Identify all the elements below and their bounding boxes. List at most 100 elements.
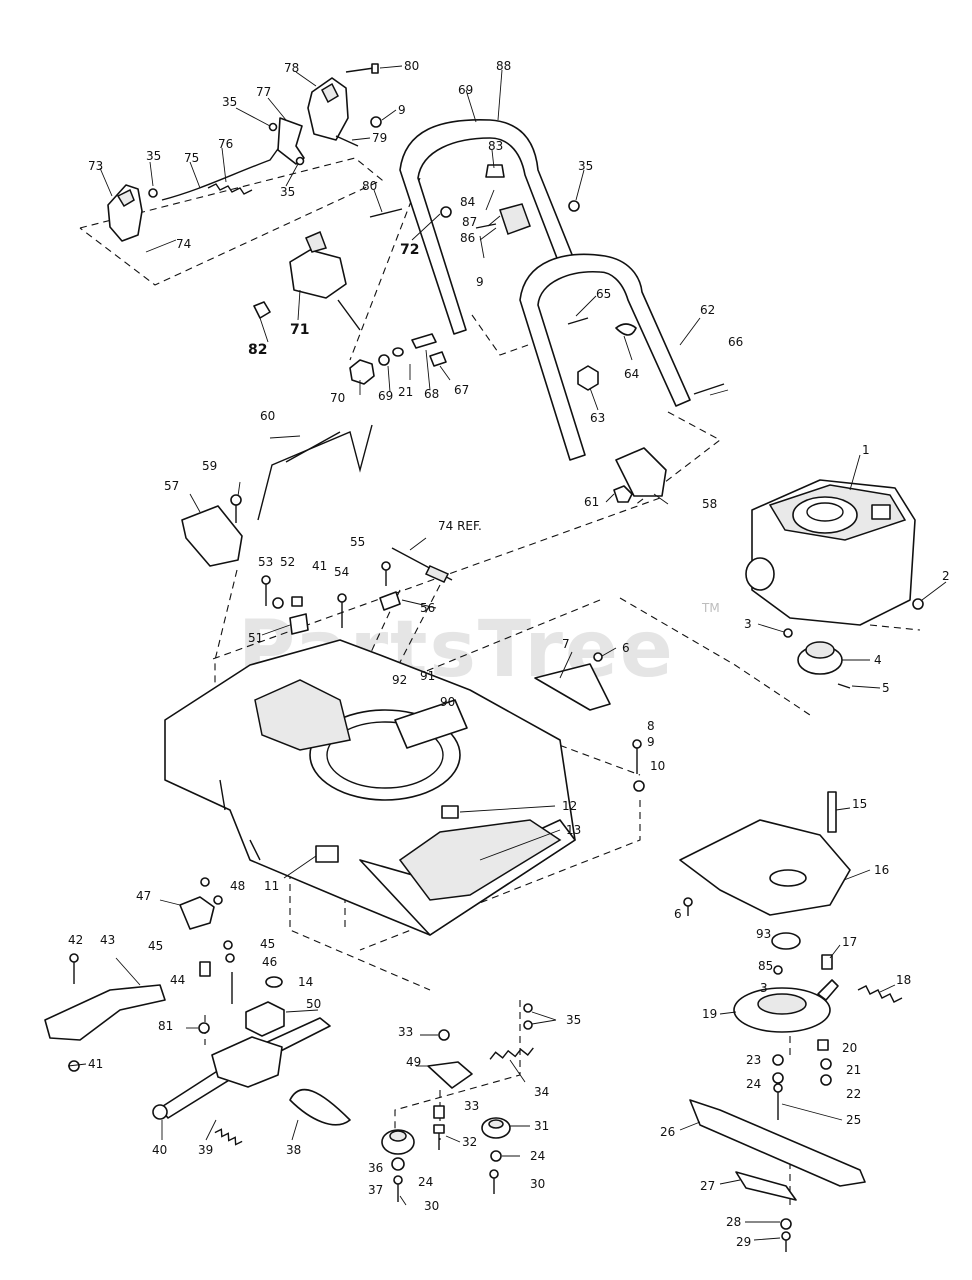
callout-5: 5 <box>882 681 890 695</box>
callout-1: 1 <box>862 443 870 457</box>
idler-arm-49 <box>427 1061 473 1089</box>
callout-6: 6 <box>622 641 630 655</box>
callout-26: 26 <box>660 1125 675 1139</box>
stiffener-27 <box>735 1171 797 1201</box>
screw-80 <box>345 67 375 73</box>
callout-30b: 30 <box>530 1177 545 1191</box>
deck-hardware <box>261 547 453 635</box>
callout-23: 23 <box>746 1053 761 1067</box>
callout-93: 93 <box>756 927 771 941</box>
callout-73: 73 <box>88 159 103 173</box>
bail-60 <box>257 424 373 521</box>
callout-10: 10 <box>650 759 665 773</box>
callout-64: 64 <box>624 367 639 381</box>
callout-70: 70 <box>330 391 345 405</box>
callout-9b: 9 <box>398 103 406 117</box>
callout-22: 22 <box>846 1087 861 1101</box>
callout-86: 86 <box>460 231 475 245</box>
callout-81: 81 <box>158 1019 173 1033</box>
adapter-93 <box>771 932 801 950</box>
spring-76 <box>207 183 253 195</box>
callout-9c: 9 <box>476 275 484 289</box>
callout-72: 72 <box>400 242 419 258</box>
nut-10 <box>633 780 645 792</box>
starter-handle-assembly <box>253 231 361 331</box>
belt-38 <box>289 1088 351 1126</box>
callout-30a: 30 <box>424 1199 439 1213</box>
callout-45a: 45 <box>148 939 163 953</box>
throttle-rod-75 <box>161 145 281 201</box>
callout-68: 68 <box>424 387 439 401</box>
callout-35d: 35 <box>578 159 593 173</box>
bolt-83 <box>485 164 505 178</box>
blade-26 <box>689 1099 866 1187</box>
knob-70 <box>349 359 375 385</box>
callout-35b: 35 <box>222 95 237 109</box>
nut-9 <box>370 116 382 128</box>
callout-29: 29 <box>736 1235 751 1249</box>
mower-deck <box>164 639 645 936</box>
leader-lines <box>67 65 947 1241</box>
spacer-44 <box>199 961 211 977</box>
callout-87: 87 <box>462 215 477 229</box>
callout-34: 34 <box>534 1085 549 1099</box>
callout-65: 65 <box>596 287 611 301</box>
callout-2: 2 <box>942 569 950 583</box>
callout-labels: 1 2 3 4 5 6 7 8 9 10 11 12 13 14 15 16 1… <box>68 59 950 1249</box>
callout-69: 69 <box>378 389 393 403</box>
callout-40: 40 <box>152 1143 167 1157</box>
callout-80a: 80 <box>404 59 419 73</box>
nut-61 <box>613 485 633 503</box>
baffle-7 <box>534 663 611 711</box>
callout-6b: 6 <box>674 907 682 921</box>
callout-53: 53 <box>258 555 273 569</box>
callout-44: 44 <box>170 973 185 987</box>
callout-9: 9 <box>647 735 655 749</box>
callout-67: 67 <box>454 383 469 397</box>
washer-21 <box>392 347 404 357</box>
callout-33b: 33 <box>464 1099 479 1113</box>
callout-69b: 69 <box>458 83 473 97</box>
handle-hardware <box>349 333 447 385</box>
callout-28: 28 <box>726 1215 741 1229</box>
pulley-50 <box>245 1001 285 1037</box>
clip-56 <box>379 591 401 611</box>
callout-17: 17 <box>842 935 857 949</box>
spacer-67 <box>429 351 447 367</box>
callout-77: 77 <box>256 85 271 99</box>
callout-4: 4 <box>874 653 882 667</box>
callout-71: 71 <box>290 322 309 338</box>
callout-7: 7 <box>562 637 570 651</box>
bolt-2 <box>912 598 924 610</box>
spring-39 <box>214 1128 243 1146</box>
spring-18 <box>857 985 903 1003</box>
bracket-11 <box>315 845 339 863</box>
callout-18: 18 <box>896 973 911 987</box>
callout-37: 37 <box>368 1183 383 1197</box>
callout-43: 43 <box>100 933 115 947</box>
callout-41a: 41 <box>88 1057 103 1071</box>
bushing-20 <box>817 1039 829 1051</box>
callout-3: 3 <box>744 617 752 631</box>
watermark-trademark: TM <box>701 601 720 615</box>
key-3 <box>783 628 793 638</box>
spacer-17 <box>821 954 833 970</box>
callout-24: 24 <box>746 1077 761 1091</box>
callout-80b: 80 <box>362 179 377 193</box>
callout-79: 79 <box>372 131 387 145</box>
callout-82: 82 <box>248 342 267 358</box>
callout-50: 50 <box>306 997 321 1011</box>
callout-11: 11 <box>264 879 279 893</box>
handle-assembly <box>369 118 725 461</box>
callout-91: 91 <box>420 669 435 683</box>
callout-84: 84 <box>460 195 475 209</box>
callout-35a: 35 <box>146 149 161 163</box>
callout-38: 38 <box>286 1143 301 1157</box>
rope-guide-71 <box>289 249 347 299</box>
callout-60: 60 <box>260 409 275 423</box>
callout-47: 47 <box>136 889 151 903</box>
callout-16: 16 <box>874 863 889 877</box>
washer-69 <box>378 354 390 366</box>
callout-90: 90 <box>440 695 455 709</box>
